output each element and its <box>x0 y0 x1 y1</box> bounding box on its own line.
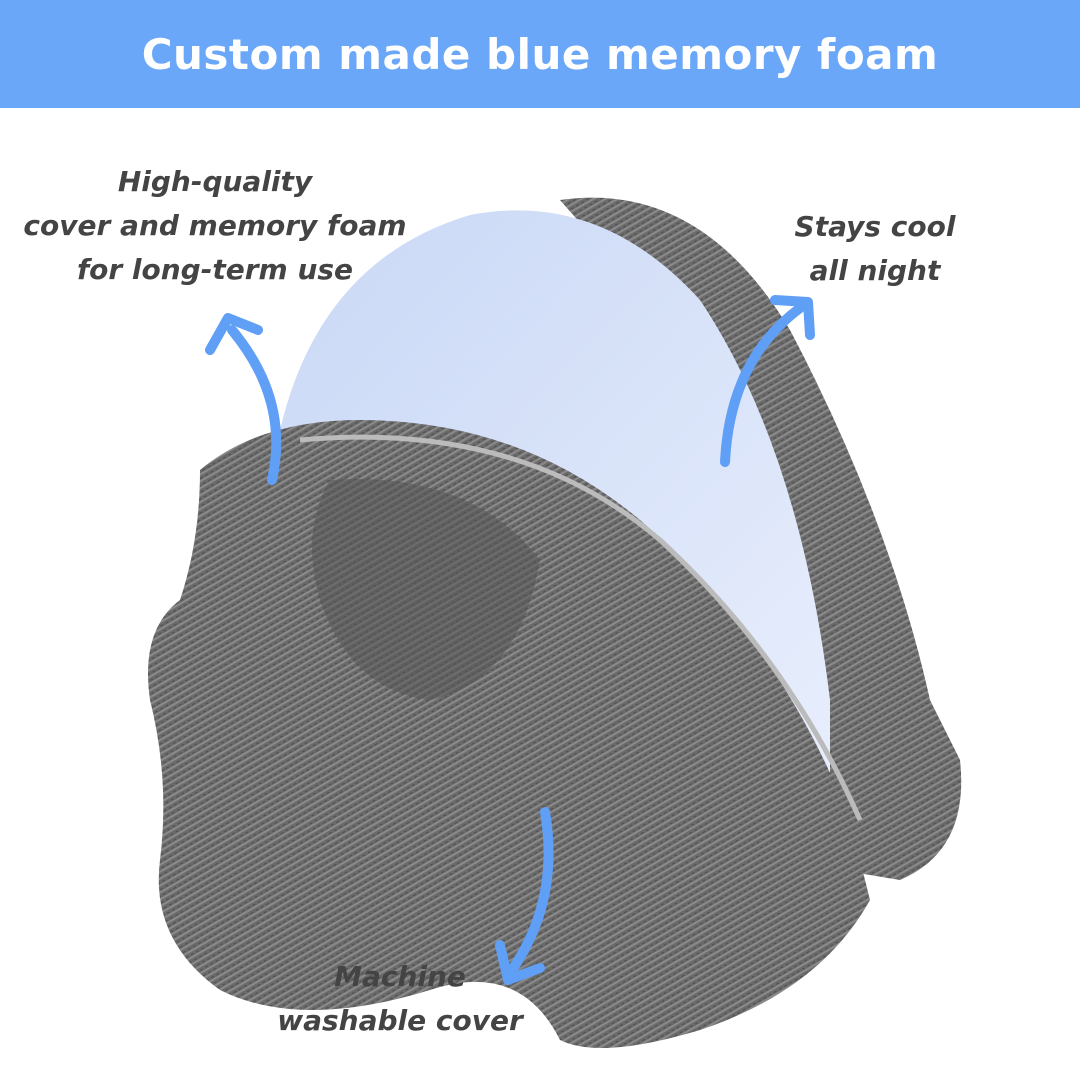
header-banner: Custom made blue memory foam <box>0 0 1080 108</box>
pillow-hollow <box>312 479 540 700</box>
callout-cool: Stays cool all night <box>770 205 980 293</box>
callout-line: for long-term use <box>76 253 354 286</box>
zipper <box>299 434 863 822</box>
arrow-washable-icon <box>495 807 554 985</box>
banner-title: Custom made blue memory foam <box>141 29 939 79</box>
callout-line: Stays cool <box>794 210 956 243</box>
callout-line: Machine <box>334 960 466 993</box>
arrow-quality-icon <box>205 313 282 485</box>
callout-line: all night <box>809 254 941 287</box>
callout-quality: High-quality cover and memory foam for l… <box>0 160 430 292</box>
callout-line: washable cover <box>277 1004 523 1037</box>
pillow-back-cover <box>560 197 962 880</box>
arrow-cool-icon <box>720 295 815 467</box>
callout-line: cover and memory foam <box>23 209 407 242</box>
blue-memory-foam <box>280 210 830 791</box>
callout-line: High-quality <box>117 165 313 198</box>
callout-washable: Machine washable cover <box>250 955 550 1043</box>
